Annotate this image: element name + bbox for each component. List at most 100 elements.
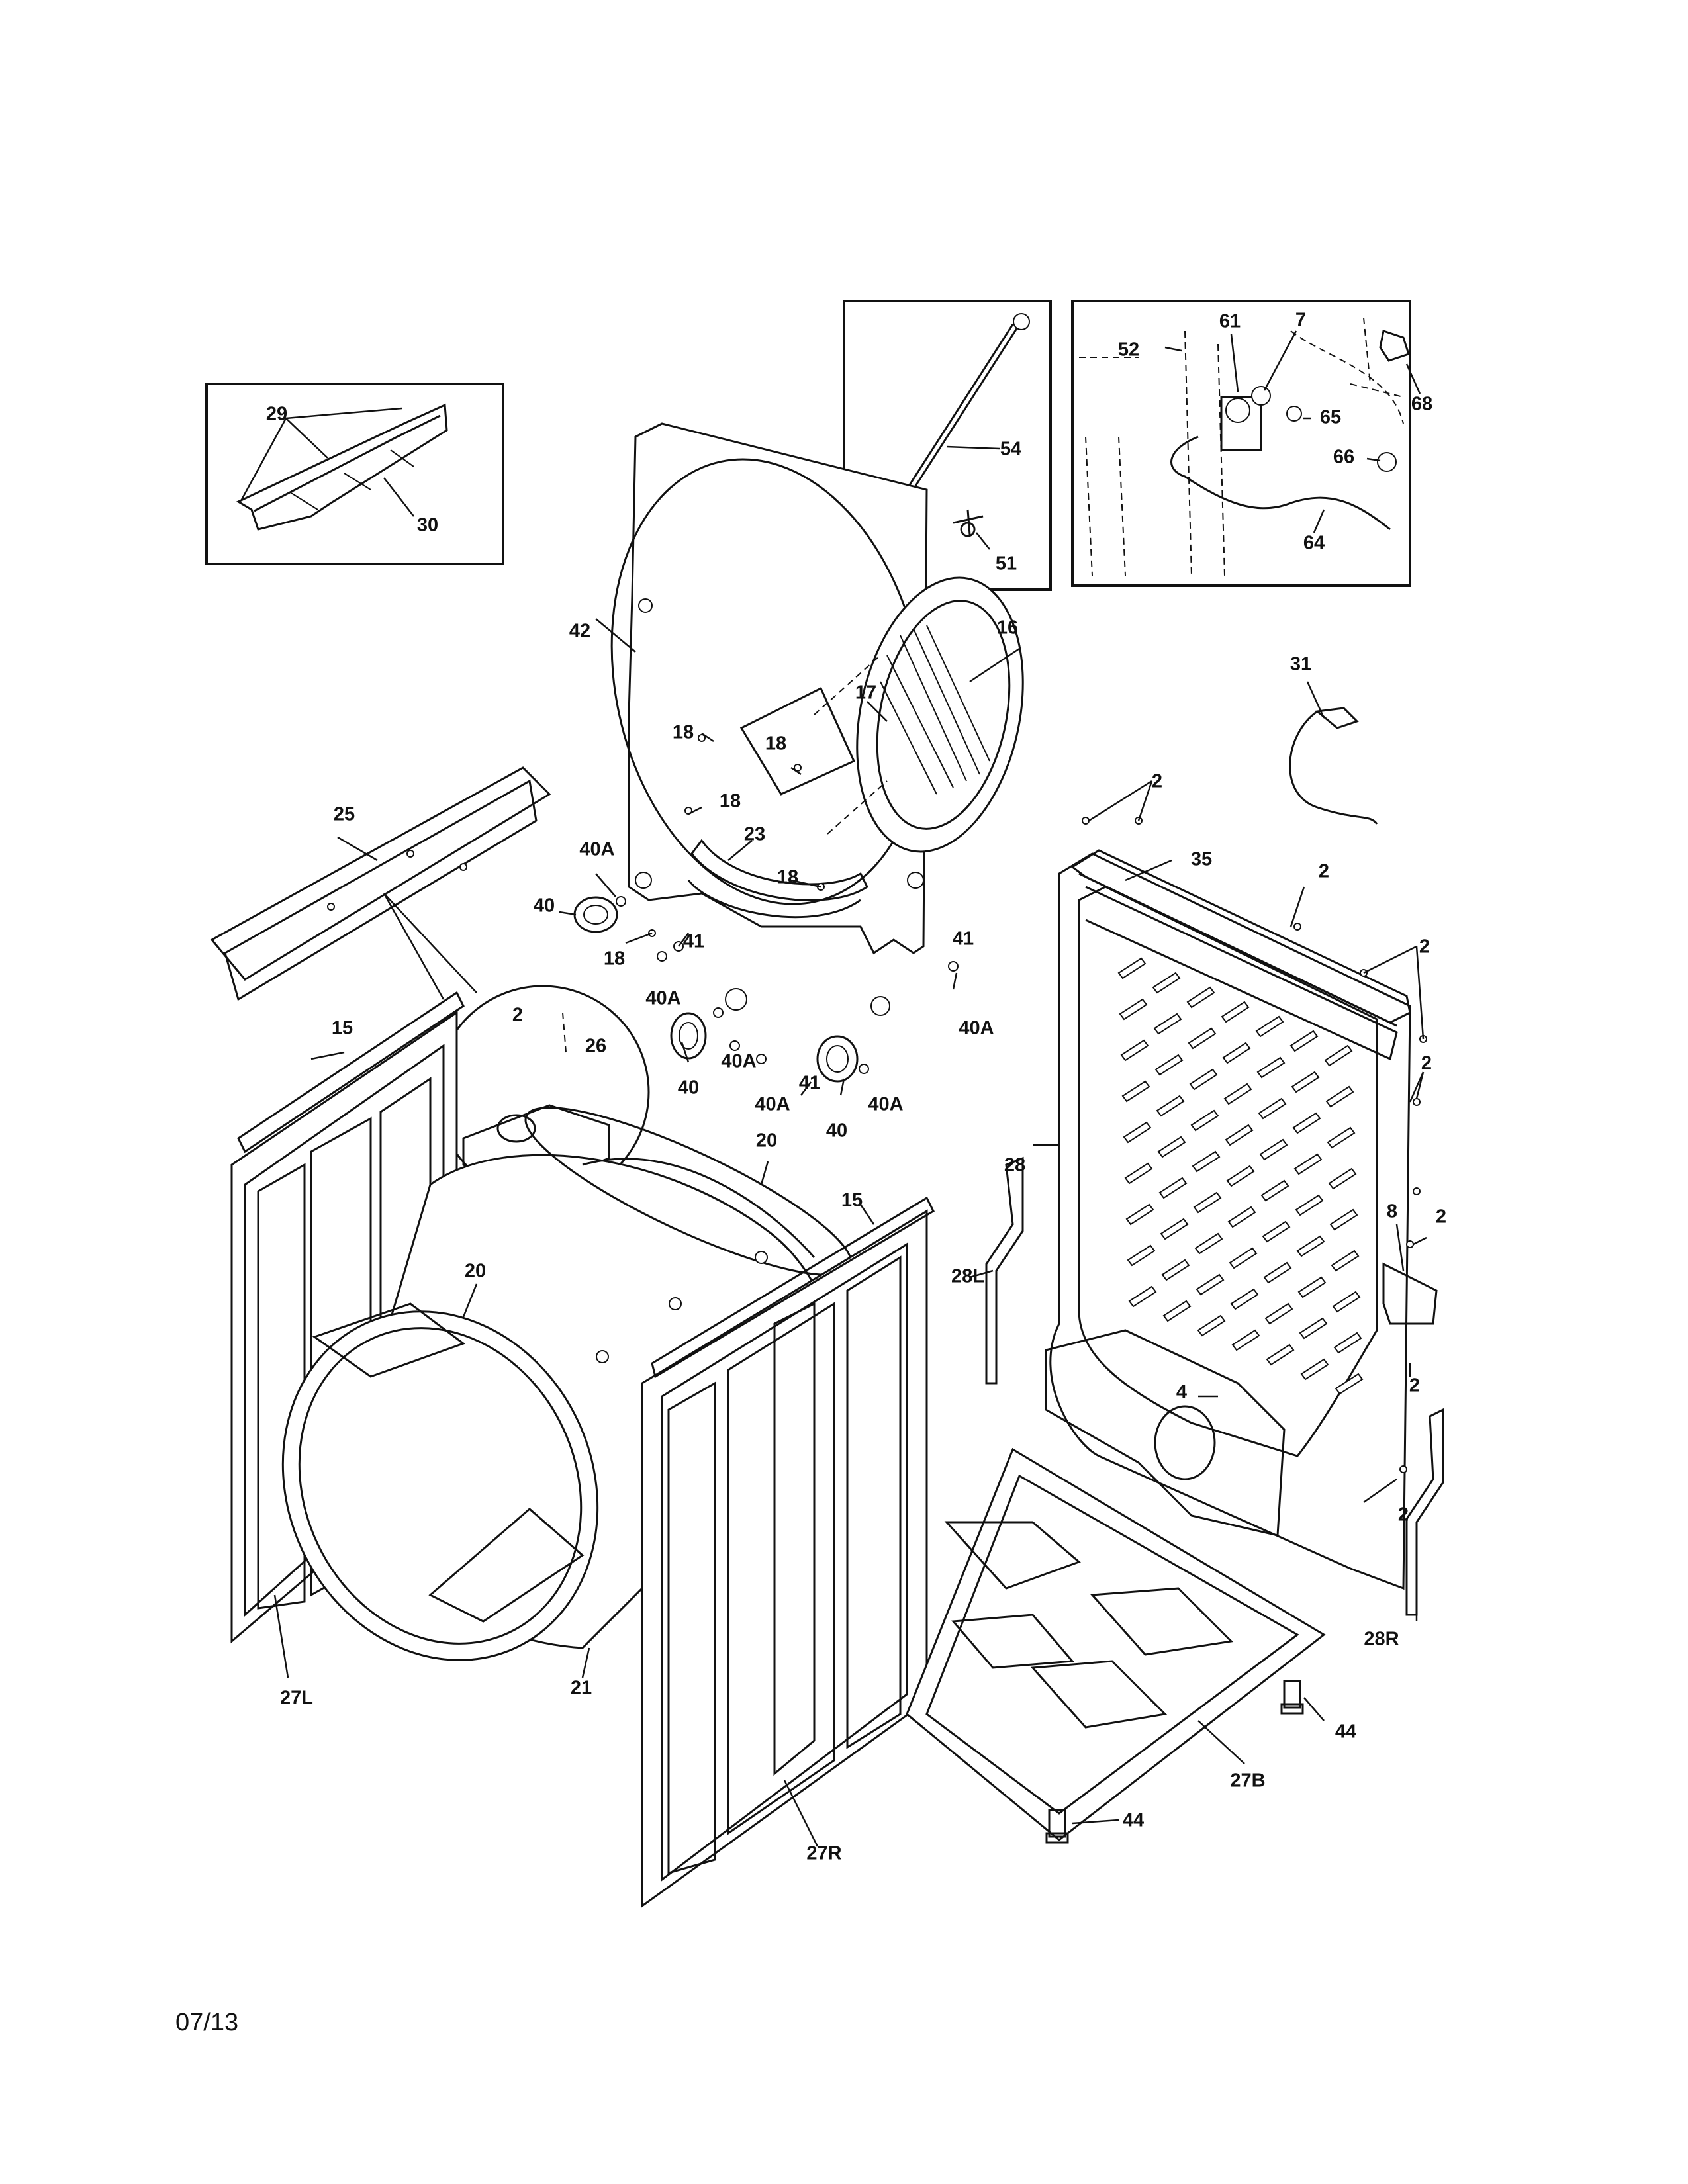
- rear-panel: [1045, 852, 1411, 1590]
- part-label-41-a: 41: [683, 931, 704, 952]
- vent-slot: [1160, 1218, 1189, 1240]
- part-label-40A-c: 40A: [959, 1018, 994, 1039]
- part-label-42: 42: [569, 621, 590, 642]
- part-label-40A-f: 40A: [868, 1094, 903, 1115]
- part-label-8: 8: [1387, 1201, 1397, 1222]
- leveling-legs: [1045, 1680, 1304, 1844]
- vent-slot: [1161, 1259, 1190, 1281]
- part-label-27R: 27R: [806, 1843, 841, 1864]
- part-label-31: 31: [1290, 654, 1311, 675]
- part-label-40-c: 40: [826, 1120, 847, 1142]
- part-label-51: 51: [996, 553, 1017, 574]
- part-label-21: 21: [571, 1678, 592, 1699]
- part-label-2g: 2: [1409, 1375, 1420, 1396]
- vent-slot: [1222, 1042, 1251, 1064]
- vent-slot: [1258, 1097, 1287, 1120]
- power-cord: [1289, 707, 1378, 825]
- vent-slot: [1121, 1080, 1150, 1103]
- base-pan: [906, 1447, 1326, 1841]
- vent-slot: [1127, 1244, 1156, 1267]
- vent-slot: [1329, 1208, 1358, 1231]
- part-label-2c: 2: [1419, 936, 1430, 958]
- part-label-26: 26: [585, 1036, 606, 1057]
- heater-element: [690, 839, 868, 901]
- vent-slot: [1327, 1126, 1356, 1149]
- vent-slot: [1328, 1167, 1357, 1190]
- part-label-28L: 28L: [951, 1266, 984, 1287]
- vent-slot: [1192, 1150, 1221, 1173]
- vent-slot: [1266, 1343, 1295, 1366]
- part-label-2b: 2: [1319, 861, 1329, 882]
- vent-slot: [1119, 998, 1148, 1021]
- vent-slot: [1153, 1013, 1182, 1035]
- vent-slot: [1333, 1332, 1362, 1354]
- vent-slot: [1256, 1056, 1286, 1079]
- part-label-18d: 18: [777, 867, 798, 888]
- vent-slot: [1289, 1030, 1319, 1052]
- part-label-25: 25: [334, 804, 355, 825]
- vent-slot: [1259, 1138, 1288, 1161]
- part-label-16: 16: [997, 617, 1018, 639]
- control-panel-bracket: [210, 766, 551, 1001]
- vent-slot: [1221, 1001, 1250, 1023]
- part-label-40A-b: 40A: [645, 988, 680, 1009]
- part-label-27L: 27L: [280, 1688, 313, 1709]
- vent-slot: [1255, 1015, 1284, 1038]
- part-label-40-b: 40: [678, 1077, 699, 1099]
- vent-slot: [1264, 1302, 1293, 1325]
- part-label-2e: 2: [1421, 1053, 1432, 1074]
- vent-slot: [1325, 1085, 1354, 1108]
- vent-slot: [1162, 1300, 1192, 1322]
- vent-slot: [1226, 1165, 1255, 1187]
- terminal-bracket: [1382, 1262, 1438, 1325]
- vent-slot: [1300, 1358, 1329, 1381]
- vent-slot: [1194, 1232, 1223, 1255]
- part-label-54: 54: [1000, 439, 1021, 460]
- inset-duct-box: [205, 383, 504, 565]
- vent-slot: [1262, 1220, 1291, 1243]
- vent-slot: [1230, 1288, 1259, 1310]
- part-label-2d: 2: [512, 1005, 523, 1026]
- vent-slot: [1188, 1027, 1217, 1050]
- vent-slot: [1197, 1314, 1226, 1337]
- leader-lines: [273, 618, 1427, 1847]
- vent-slot: [1117, 957, 1147, 979]
- vent-slot: [1263, 1261, 1292, 1284]
- part-label-17: 17: [855, 682, 876, 704]
- vent-slot: [1225, 1124, 1254, 1146]
- vent-slot: [1324, 1044, 1353, 1067]
- part-label-64: 64: [1303, 533, 1325, 554]
- part-label-41-b: 41: [953, 929, 974, 950]
- vent-slot: [1227, 1206, 1256, 1228]
- part-label-68: 68: [1411, 394, 1432, 415]
- vent-slot: [1297, 1276, 1327, 1298]
- part-label-7: 7: [1295, 310, 1306, 331]
- rear-panel-vent-slots: [1117, 957, 1364, 1395]
- part-label-2f: 2: [1436, 1206, 1446, 1228]
- part-label-40A-e: 40A: [755, 1094, 790, 1115]
- top-rail-bracket: [1070, 849, 1411, 1024]
- part-label-40A-d: 40A: [721, 1051, 756, 1072]
- blower-housing: [814, 576, 1024, 853]
- left-rail: [985, 1156, 1024, 1385]
- part-label-27B: 27B: [1230, 1770, 1265, 1792]
- vent-slot: [1332, 1291, 1361, 1313]
- part-label-61: 61: [1219, 311, 1241, 332]
- part-label-41-c: 41: [799, 1073, 820, 1094]
- vent-slot: [1158, 1177, 1188, 1199]
- vent-slot: [1152, 972, 1181, 994]
- vent-slot: [1260, 1179, 1289, 1202]
- part-labels: 29 30 54 51 52 61 7 68 65 66 64 42 16 17…: [266, 310, 1446, 1864]
- revision-date: 07/13: [175, 2009, 238, 2036]
- part-label-4: 4: [1176, 1382, 1187, 1403]
- vent-slot: [1231, 1329, 1260, 1351]
- vent-slot: [1229, 1247, 1258, 1269]
- vent-slot: [1223, 1083, 1252, 1105]
- part-label-28R: 28R: [1364, 1629, 1399, 1650]
- part-label-30: 30: [417, 515, 438, 536]
- vent-slot: [1193, 1191, 1222, 1214]
- vent-slot: [1292, 1112, 1321, 1134]
- vent-slot: [1123, 1121, 1152, 1144]
- vent-slot: [1296, 1235, 1325, 1257]
- part-label-20a: 20: [756, 1130, 777, 1152]
